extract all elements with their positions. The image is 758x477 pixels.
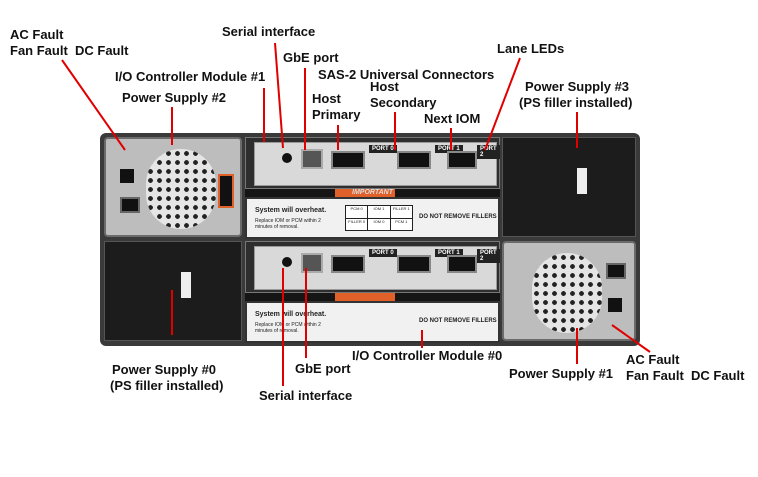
serial-port[interactable] xyxy=(282,257,292,267)
fan-grille xyxy=(146,149,216,229)
label-host-primary-2: Primary xyxy=(312,107,361,122)
fillers-text: DO NOT REMOVE FILLERS xyxy=(419,318,497,324)
replace-text: Replace IOM or PCM within 2 minutes of r… xyxy=(255,322,321,334)
callout-line xyxy=(611,324,651,353)
replace-text: Replace IOM or PCM within 2 minutes of r… xyxy=(255,218,321,230)
filler-tag xyxy=(181,272,191,298)
port-label: PORT 0 xyxy=(369,145,397,153)
label-host-secondary-1: Host xyxy=(370,79,399,94)
sas-port-2[interactable] xyxy=(447,151,477,169)
psu-handle[interactable] xyxy=(218,174,234,208)
label-ps1: Power Supply #1 xyxy=(509,366,614,381)
grid-cell: PCM 0 xyxy=(346,206,368,218)
power-inlet[interactable] xyxy=(606,263,626,279)
power-switch[interactable] xyxy=(608,298,622,312)
power-supply-3-filler xyxy=(502,137,636,237)
grid-cell: FILLER 1 xyxy=(390,206,412,218)
important-text: IMPORTANT xyxy=(352,189,393,196)
port-label: PORT 2 xyxy=(477,249,500,263)
label-serial-interface-bottom: Serial interface xyxy=(259,388,353,403)
power-inlet[interactable] xyxy=(120,197,140,213)
overheat-text: System will overheat. xyxy=(255,311,327,318)
label-fan-dc-fault-top: Fan Fault DC Fault xyxy=(10,43,129,58)
label-ps0: Power Supply #0 xyxy=(112,362,217,377)
label-ps3-note: (PS filler installed) xyxy=(519,95,633,110)
label-ps2: Power Supply #2 xyxy=(122,90,227,105)
label-ac-fault-bottom: AC Fault xyxy=(626,352,680,367)
port-label: PORT 2 xyxy=(477,145,500,159)
gbe-port[interactable] xyxy=(301,149,323,169)
sas-port-2[interactable] xyxy=(447,255,477,273)
sas-port-1[interactable] xyxy=(397,255,431,273)
label-sas2: SAS-2 Universal Connectors xyxy=(318,67,495,82)
port-label: PORT 1 xyxy=(435,145,463,153)
sas-port-0[interactable] xyxy=(331,255,365,273)
overheat-text: System will overheat. xyxy=(255,207,327,214)
filler-warning-label: IMPORTANT System will overheat. Replace … xyxy=(245,189,500,239)
grid-cell: FILLER 0 xyxy=(346,218,368,230)
label-lane-leds: Lane LEDs xyxy=(497,41,565,56)
callout-line xyxy=(61,59,126,151)
io-controller-module-0: PORT 0 PORT 1 PORT 2 xyxy=(245,241,500,293)
label-gbe-port-bottom: GbE port xyxy=(295,361,351,376)
label-ac-fault-top: AC Fault xyxy=(10,27,64,42)
filler-warning-label: System will overheat. Replace IOM or PCM… xyxy=(245,301,500,343)
port-label: PORT 1 xyxy=(435,249,463,257)
fillers-text: DO NOT REMOVE FILLERS xyxy=(419,214,497,220)
label-iom0: I/O Controller Module #0 xyxy=(352,348,503,363)
label-fan-dc-fault-bottom: Fan Fault DC Fault xyxy=(626,368,745,383)
label-ps0-note: (PS filler installed) xyxy=(110,378,224,393)
callout-line xyxy=(484,57,521,151)
serial-port[interactable] xyxy=(282,153,292,163)
label-iom1: I/O Controller Module #1 xyxy=(115,69,266,84)
grid-cell: IOM 0 xyxy=(368,218,390,230)
callout-line xyxy=(274,42,284,149)
latch[interactable] xyxy=(335,189,395,197)
label-gbe-port-top: GbE port xyxy=(283,50,339,65)
port-label: PORT 0 xyxy=(369,249,397,257)
power-switch[interactable] xyxy=(120,169,134,183)
filler-tag xyxy=(577,168,587,194)
iom-handle[interactable] xyxy=(245,189,500,197)
label-serial-interface-top: Serial interface xyxy=(222,24,316,39)
label-host-secondary-2: Secondary xyxy=(370,95,437,110)
label-ps3: Power Supply #3 xyxy=(525,79,630,94)
grid-cell: IOM 1 xyxy=(368,206,390,218)
iom-handle[interactable] xyxy=(245,293,500,301)
latch[interactable] xyxy=(335,293,395,301)
io-controller-module-1: PORT 0 PORT 1 PORT 2 xyxy=(245,137,500,189)
power-supply-2 xyxy=(104,137,242,237)
power-supply-1 xyxy=(502,241,636,341)
sas-port-1[interactable] xyxy=(397,151,431,169)
fan-grille xyxy=(532,253,602,333)
grid-cell: PCM 1 xyxy=(390,218,412,230)
sas-port-0[interactable] xyxy=(331,151,365,169)
label-host-primary-1: Host xyxy=(312,91,341,106)
label-next-iom: Next IOM xyxy=(424,111,481,126)
